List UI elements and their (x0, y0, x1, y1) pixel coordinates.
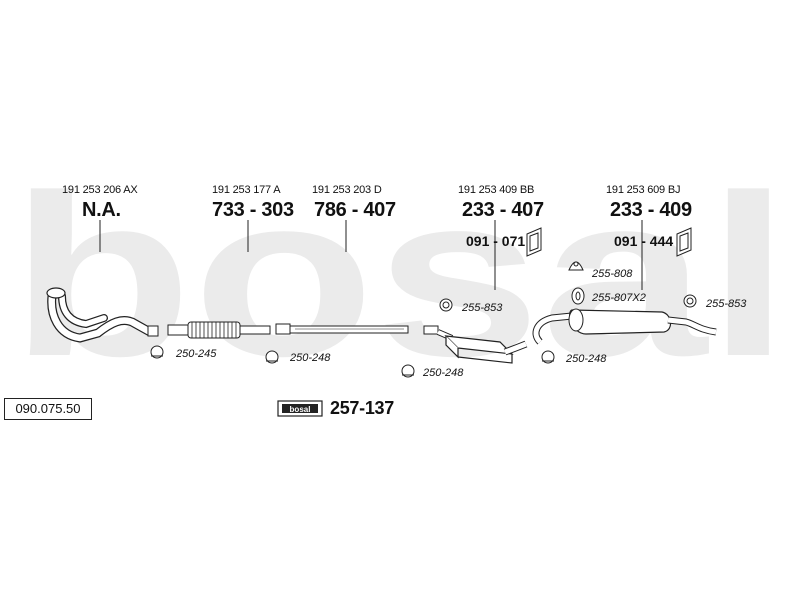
rubber-ring-icon (439, 298, 453, 312)
part-number: N.A. (82, 199, 121, 221)
clamp-label: 255-808 (592, 268, 633, 280)
clamp-label: 255-807X2 (592, 292, 646, 304)
oem-number: 191 253 206 AX (62, 184, 138, 196)
clamp-icon (150, 345, 164, 359)
front-silencer (423, 325, 528, 364)
oem-number: 191 253 203 D (312, 184, 382, 196)
part-number: 733 - 303 (212, 199, 294, 221)
svg-text:bosal: bosal (290, 405, 311, 414)
hanger-icon (568, 261, 584, 271)
oem-number: 191 253 177 A (212, 184, 281, 196)
clamp-label: 255-853 (706, 298, 747, 310)
part-number: 233 - 407 (462, 199, 544, 221)
clamp-label: 250-245 (176, 348, 217, 360)
diagram-number: 090.075.50 (4, 398, 92, 420)
part-number: 786 - 407 (314, 199, 396, 221)
mount-bracket-icon (526, 227, 542, 257)
flex-pipe (167, 321, 271, 339)
clamp-label: 250-248 (566, 353, 607, 365)
hanger-icon (571, 287, 585, 305)
front-pipe (46, 287, 159, 343)
intermediate-pipe (275, 323, 409, 335)
rear-silencer (532, 308, 717, 345)
clamp-label: 250-248 (423, 367, 464, 379)
clamp-icon (401, 364, 415, 378)
clamp-label: 250-248 (290, 352, 331, 364)
kit-logo-icon: bosal (277, 400, 323, 417)
kit-number: 257-137 (330, 398, 394, 418)
mount-bracket-icon (676, 227, 692, 257)
mount-number: 091 - 071 (466, 233, 526, 249)
clamp-icon (541, 350, 555, 364)
clamp-label: 255-853 (462, 302, 503, 314)
part-number: 233 - 409 (610, 199, 692, 221)
brand-watermark: bosal (10, 147, 790, 404)
clamp-icon (265, 350, 279, 364)
oem-number: 191 253 609 BJ (606, 184, 681, 196)
mount-number: 091 - 444 (614, 233, 674, 249)
leader-lines (99, 220, 643, 290)
oem-number: 191 253 409 BB (458, 184, 535, 196)
rubber-ring-icon (683, 294, 697, 308)
